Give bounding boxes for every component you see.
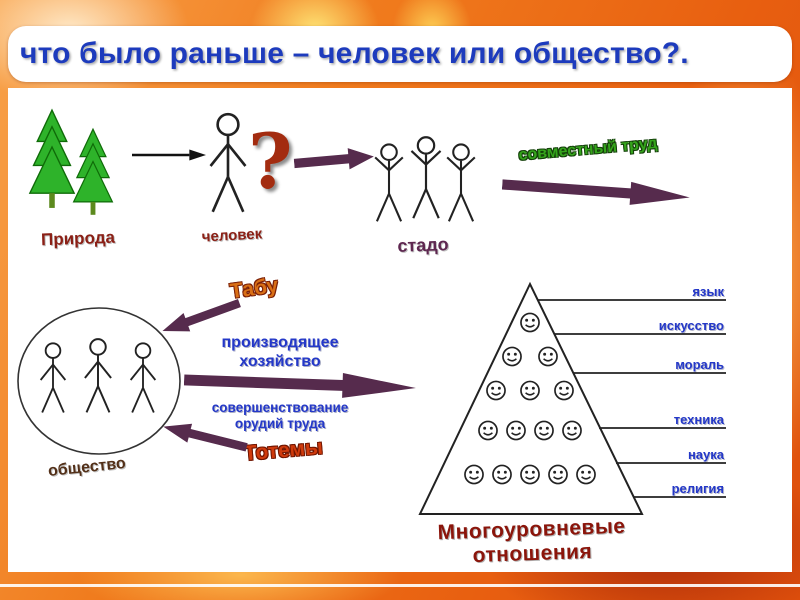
title-banner: что было раньше – человек или общество?. bbox=[8, 26, 792, 82]
herd-label: стадо bbox=[397, 234, 449, 256]
tools-improvement-label: совершенствование орудий труда bbox=[186, 400, 374, 432]
producing-economy-line1: производящее bbox=[221, 334, 339, 351]
multilevel-relations-label: Многоуровневые отношения bbox=[411, 514, 652, 569]
tools-line2: орудий труда bbox=[234, 415, 326, 431]
human-stick-figure-icon bbox=[209, 112, 247, 214]
herd-stick-figure-icon bbox=[374, 143, 404, 223]
herd-stick-figure-icon bbox=[446, 143, 476, 223]
totems-label: Тотемы bbox=[243, 435, 324, 466]
pine-tree-icon bbox=[29, 109, 75, 209]
content-panel: Природа ? человек стадо совместный труд … bbox=[8, 88, 792, 572]
pyramid-label-technology: техника bbox=[673, 412, 724, 427]
pyramid-label-morality: мораль bbox=[675, 357, 724, 372]
pyramid-label-religion: религия bbox=[671, 481, 724, 496]
pyramid-label-science: наука bbox=[687, 447, 724, 462]
pine-tree-icon bbox=[73, 128, 113, 216]
pyramid-diagram bbox=[418, 281, 726, 515]
arrow-producing-economy-icon bbox=[183, 367, 417, 401]
arrow-human-to-herd-icon bbox=[293, 145, 375, 175]
joint-labor-label: совместный труд bbox=[517, 134, 659, 165]
herd-stick-figure-icon bbox=[410, 136, 442, 220]
bottom-divider-line bbox=[0, 584, 800, 587]
arrow-joint-labor-icon bbox=[501, 172, 691, 210]
slide-title: что было раньше – человек или общество?. bbox=[20, 37, 689, 70]
pyramid-label-art: искусство bbox=[658, 318, 724, 333]
human-label: человек bbox=[201, 225, 263, 246]
tools-line1: совершенствование bbox=[211, 400, 349, 415]
producing-economy-line2: хозяйство bbox=[239, 352, 321, 370]
pyramid-label-language: язык bbox=[692, 284, 724, 299]
arrow-nature-to-human-icon bbox=[132, 148, 206, 162]
question-mark: ? bbox=[248, 117, 293, 206]
nature-label: Природа bbox=[40, 227, 116, 250]
society-circle bbox=[17, 307, 181, 455]
producing-economy-label: производящее хозяйство bbox=[192, 334, 368, 372]
